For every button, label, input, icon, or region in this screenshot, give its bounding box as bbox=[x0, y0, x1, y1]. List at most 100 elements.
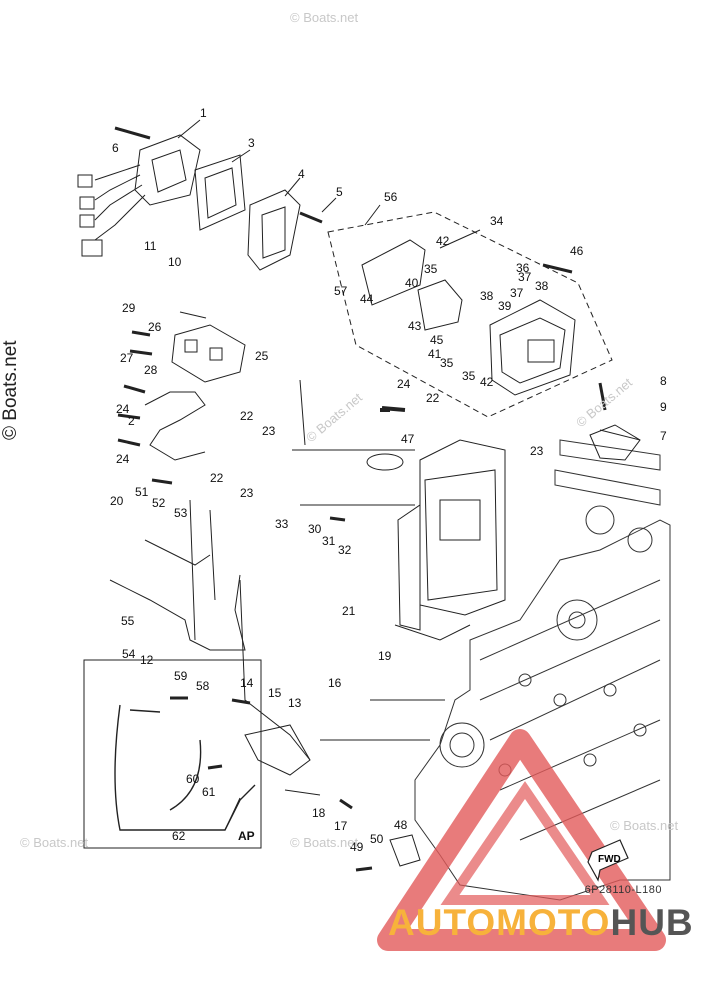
ecu-assembly-outline bbox=[327, 211, 613, 418]
callout-23: 23 bbox=[262, 424, 276, 438]
callout-40: 40 bbox=[405, 276, 419, 290]
callout-10: 10 bbox=[168, 255, 182, 269]
sensor-13 bbox=[244, 724, 311, 776]
callout-2: 2 bbox=[128, 414, 135, 428]
callout-23: 23 bbox=[530, 444, 544, 458]
callout-22: 22 bbox=[240, 409, 254, 423]
callout-3: 3 bbox=[248, 136, 255, 150]
callout-43: 43 bbox=[408, 319, 422, 333]
callout-15: 15 bbox=[268, 686, 282, 700]
brand-logo-mark bbox=[377, 729, 666, 951]
callout-60: 60 bbox=[186, 772, 200, 786]
callout-9: 9 bbox=[660, 400, 667, 414]
callout-44: 44 bbox=[360, 292, 374, 306]
callout-22: 22 bbox=[426, 391, 440, 405]
callout-39: 39 bbox=[498, 299, 512, 313]
callout-36: 36 bbox=[516, 261, 530, 275]
callout-62: 62 bbox=[172, 829, 186, 843]
callout-16: 16 bbox=[328, 676, 342, 690]
callout-20: 20 bbox=[110, 494, 124, 508]
callout-47: 47 bbox=[401, 432, 415, 446]
callout-23: 23 bbox=[240, 486, 254, 500]
callout-53: 53 bbox=[174, 506, 188, 520]
callout-37: 37 bbox=[510, 286, 524, 300]
callout-58: 58 bbox=[196, 679, 210, 693]
brand-part2: HUB bbox=[610, 902, 694, 943]
ap-kit-box bbox=[83, 659, 262, 849]
callout-13: 13 bbox=[288, 696, 302, 710]
callout-19: 19 bbox=[378, 649, 392, 663]
callout-38: 38 bbox=[480, 289, 494, 303]
callout-24: 24 bbox=[397, 377, 411, 391]
callout-labels: 1234567891011121314151617181920212222222… bbox=[110, 106, 667, 854]
callout-5: 5 bbox=[336, 185, 343, 199]
callout-29: 29 bbox=[122, 301, 136, 315]
watermark-bottom-right: © Boats.net bbox=[610, 818, 679, 833]
callout-18: 18 bbox=[312, 806, 326, 820]
callout-50: 50 bbox=[370, 832, 384, 846]
callout-49: 49 bbox=[350, 840, 364, 854]
watermark-top: © Boats.net bbox=[290, 10, 359, 25]
callout-28: 28 bbox=[144, 363, 158, 377]
callout-8: 8 bbox=[660, 374, 667, 388]
ap-label: AP bbox=[238, 829, 255, 843]
wire-bracket bbox=[144, 391, 206, 461]
watermark-bottom-left: © Boats.net bbox=[20, 835, 89, 850]
callout-61: 61 bbox=[202, 785, 216, 799]
bracket bbox=[247, 189, 301, 271]
callout-42: 42 bbox=[480, 375, 494, 389]
ecu-module bbox=[361, 239, 576, 396]
callout-30: 30 bbox=[308, 522, 322, 536]
watermark-bottom-mid: © Boats.net bbox=[290, 835, 359, 850]
wire-harness bbox=[109, 539, 246, 651]
diagram-code: 6P28110-L180 bbox=[584, 884, 662, 896]
callout-22: 22 bbox=[210, 471, 224, 485]
callout-6: 6 bbox=[112, 141, 119, 155]
callout-46: 46 bbox=[570, 244, 584, 258]
fwd-label: FWD bbox=[598, 854, 621, 865]
brand-wordmark: AUTOMOTOHUB bbox=[388, 902, 694, 944]
callout-14: 14 bbox=[240, 676, 254, 690]
callout-55: 55 bbox=[121, 614, 135, 628]
callout-57: 57 bbox=[334, 284, 348, 298]
callout-52: 52 bbox=[152, 496, 166, 510]
callout-11: 11 bbox=[144, 239, 157, 253]
callout-33: 33 bbox=[275, 517, 289, 531]
callout-38: 38 bbox=[535, 279, 549, 293]
callout-12: 12 bbox=[140, 653, 154, 667]
ecu-unit bbox=[394, 439, 506, 641]
callout-4: 4 bbox=[298, 167, 305, 181]
callout-24: 24 bbox=[116, 452, 130, 466]
callout-7: 7 bbox=[660, 429, 667, 443]
callout-51: 51 bbox=[135, 485, 149, 499]
callout-1: 1 bbox=[200, 106, 207, 120]
callout-34: 34 bbox=[490, 214, 504, 228]
clamp-7 bbox=[589, 424, 641, 461]
callout-45: 45 bbox=[430, 333, 444, 347]
callout-48: 48 bbox=[394, 818, 408, 832]
gasket bbox=[194, 154, 246, 231]
callout-35: 35 bbox=[424, 262, 438, 276]
callout-35: 35 bbox=[462, 369, 476, 383]
fwd-arrow: FWD bbox=[587, 839, 629, 882]
callout-17: 17 bbox=[334, 819, 348, 833]
callout-41: 41 bbox=[428, 347, 442, 361]
grommet bbox=[366, 453, 404, 471]
watermark-side: © Boats.net bbox=[0, 340, 21, 440]
callout-27: 27 bbox=[120, 351, 134, 365]
callout-59: 59 bbox=[174, 669, 188, 683]
holder-48 bbox=[389, 834, 421, 867]
callout-21: 21 bbox=[342, 604, 356, 618]
callout-54: 54 bbox=[122, 647, 136, 661]
ap-cable bbox=[114, 704, 256, 831]
callout-32: 32 bbox=[338, 543, 352, 557]
callout-56: 56 bbox=[384, 190, 398, 204]
callout-24: 24 bbox=[116, 402, 130, 416]
callout-26: 26 bbox=[148, 320, 162, 334]
brand-part1: AUTOMOTO bbox=[388, 902, 611, 943]
rectifier-regulator bbox=[171, 311, 246, 383]
callout-35: 35 bbox=[440, 356, 454, 370]
cdi-unit bbox=[77, 126, 201, 257]
callout-37: 37 bbox=[518, 270, 532, 284]
